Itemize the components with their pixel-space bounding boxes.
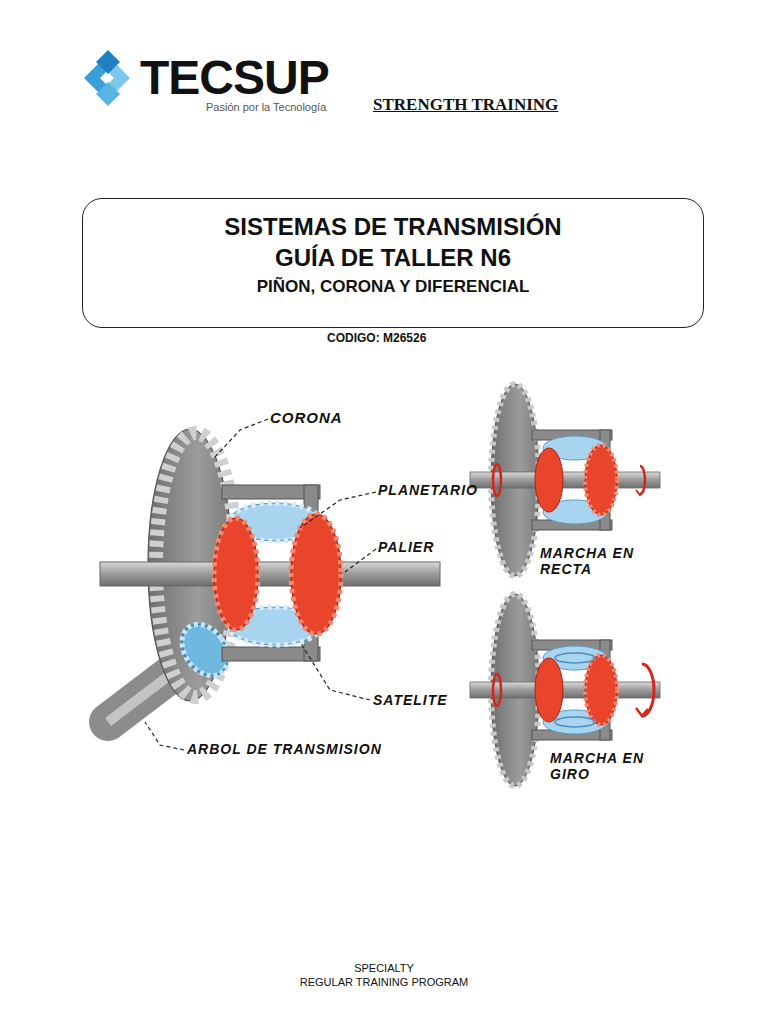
header-label: STRENGTH TRAINING: [373, 95, 558, 115]
rotation-arrow: [642, 664, 654, 716]
title-text: GUÍA DE TALLER N6: [83, 244, 703, 273]
part-label: CORONA: [270, 409, 343, 426]
title-text: PIÑON, CORONA Y DIFERENCIAL: [83, 277, 703, 297]
planetary-teeth: [291, 514, 341, 634]
footer-label: REGULAR TRAINING PROGRAM: [0, 976, 768, 989]
axle-shaft: [100, 562, 440, 586]
satellite-spin: [555, 717, 595, 727]
part-label: PALIER: [378, 539, 434, 555]
title-text: SISTEMAS DE TRANSMISIÓN: [83, 213, 703, 242]
leader-lines: [145, 419, 376, 750]
leader-line: [300, 492, 376, 528]
caption-label: MARCHA EN GIRO: [550, 750, 650, 782]
differential-main: [100, 429, 440, 722]
part-label: PLANETARIO: [378, 482, 478, 498]
footer-label: SPECIALTY: [0, 962, 768, 975]
leader-line: [300, 642, 370, 700]
leader-line: [345, 549, 376, 572]
leader-line: [214, 419, 268, 458]
differential-turning: [470, 594, 660, 786]
caption-label: MARCHA EN RECTA: [540, 545, 640, 577]
rotation-arrow-head: [636, 708, 648, 716]
title-box: SISTEMAS DE TRANSMISIÓNGUÍA DE TALLER N6…: [82, 198, 704, 328]
logo-arrow: [96, 50, 120, 74]
rotation-arrow-head: [636, 490, 644, 495]
satellite-spin: [555, 653, 595, 663]
logo-wordmark: TECSUP: [140, 50, 329, 105]
planetary-gear: [291, 514, 341, 634]
logo-arrow: [96, 82, 120, 106]
rotation-arrow: [640, 466, 645, 494]
leader-line: [145, 722, 184, 750]
part-label: ARBOL DE TRANSMISION: [187, 741, 382, 757]
logo-icon: [84, 50, 130, 106]
planetary-teeth: [214, 518, 258, 630]
planetary-gear: [214, 518, 258, 630]
part-label: SATELITE: [373, 692, 448, 708]
logo-tagline: Pasión por la Tecnología: [206, 101, 326, 114]
code-label: CODIGO: M26526: [327, 332, 426, 346]
